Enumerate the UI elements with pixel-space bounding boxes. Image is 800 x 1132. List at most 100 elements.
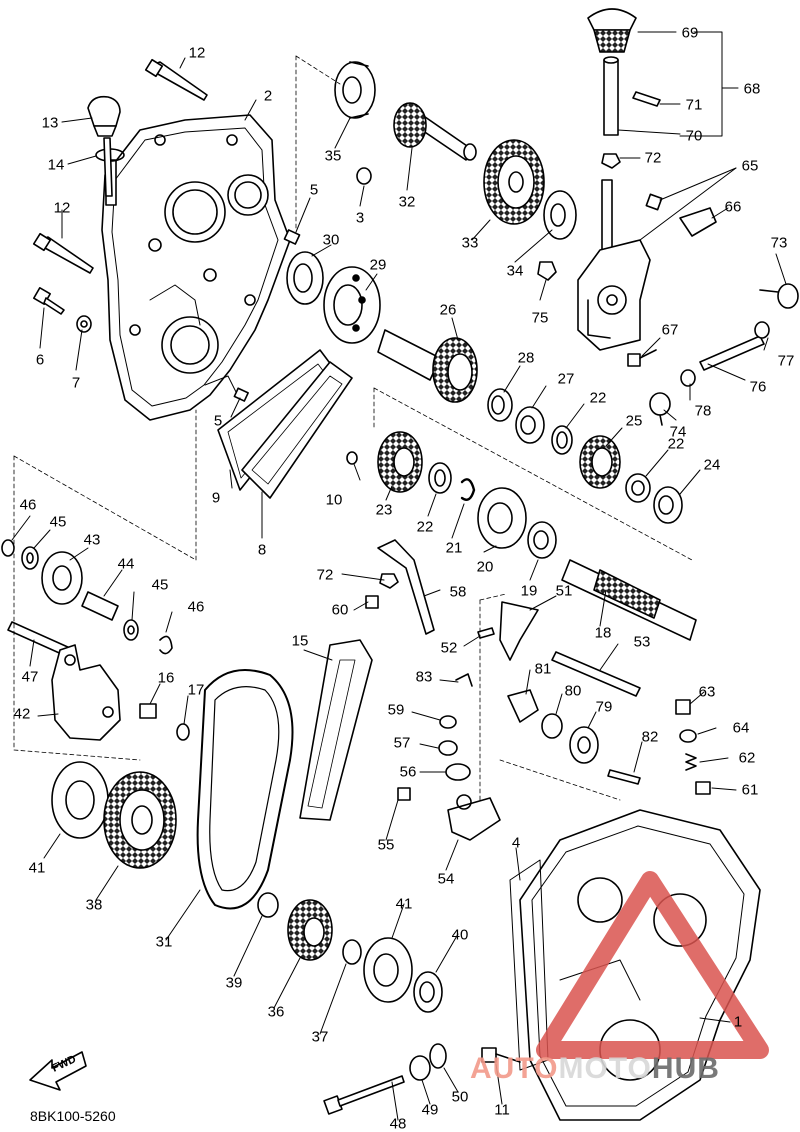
callout-10: 10 (325, 491, 343, 509)
chain-guide-15 (299, 639, 373, 821)
callout-51: 51 (555, 582, 573, 600)
lever-54 (447, 794, 501, 841)
washer-22a (551, 425, 573, 455)
rod-76 (699, 335, 765, 371)
bolt-55 (397, 787, 411, 801)
callout-23: 23 (375, 501, 393, 519)
washer-7 (76, 315, 92, 333)
callout-37: 37 (311, 1028, 329, 1046)
spring-62 (685, 753, 697, 771)
callout-6: 6 (35, 351, 45, 369)
callout-31: 31 (155, 933, 173, 951)
washer-59 (439, 715, 457, 729)
roller-79 (569, 726, 599, 764)
shaft-44 (81, 591, 119, 621)
callout-2: 2 (263, 87, 273, 105)
shaft-gear-32 (393, 102, 477, 161)
callout-81: 81 (534, 660, 552, 678)
gear-38 (103, 771, 177, 869)
callout-32: 32 (398, 193, 416, 211)
washer-50 (429, 1043, 447, 1069)
leader-lines (11, 31, 787, 1121)
callout-80: 80 (564, 682, 582, 700)
callout-15: 15 (291, 632, 309, 650)
watermark-part-3: HUB (651, 1052, 720, 1085)
washer-64 (679, 729, 697, 743)
callout-46-b: 46 (187, 598, 205, 616)
bushing-28 (487, 388, 513, 422)
callout-12-top: 12 (188, 44, 206, 62)
nut-75 (537, 261, 557, 281)
nut-72-top (601, 153, 621, 169)
callout-66: 66 (724, 198, 742, 216)
callout-34: 34 (506, 262, 524, 280)
dowel-5-top (283, 229, 301, 245)
callout-54: 54 (437, 870, 455, 888)
callout-13: 13 (41, 114, 59, 132)
diagram-code: 8BK100-5260 (30, 1108, 116, 1124)
belt-31 (196, 669, 294, 910)
callout-16: 16 (157, 669, 175, 687)
bearing-43 (41, 551, 83, 605)
callout-22-a: 22 (589, 389, 607, 407)
callout-12-left: 12 (53, 199, 71, 217)
bolt-48 (323, 1075, 405, 1115)
callout-48: 48 (389, 1115, 407, 1132)
pin-71 (632, 91, 661, 107)
callout-45-b: 45 (151, 576, 169, 594)
callout-19: 19 (520, 582, 538, 600)
ball-joint-73 (759, 283, 799, 309)
callout-35: 35 (324, 147, 342, 165)
callout-62: 62 (738, 749, 756, 767)
callout-73: 73 (770, 234, 788, 252)
callout-17: 17 (187, 681, 205, 699)
callout-26: 26 (439, 301, 457, 319)
bolt-60 (365, 595, 379, 609)
callout-45-a: 45 (49, 513, 67, 531)
bearing-35 (334, 61, 376, 119)
bearing-41a (51, 761, 109, 839)
callout-78: 78 (694, 402, 712, 420)
callout-41-a: 41 (28, 859, 46, 877)
pin-80 (541, 713, 563, 739)
watermark-part-1: AUTO (470, 1052, 559, 1085)
assembly-guide-lines (13, 55, 693, 801)
callout-42: 42 (13, 705, 31, 723)
washer-22b (625, 473, 651, 503)
seal-30 (286, 251, 324, 305)
watermark-logo-icon (536, 871, 769, 1059)
dipstick-cap-13 (87, 95, 121, 197)
gear-33 (483, 139, 545, 225)
callout-83: 83 (415, 668, 433, 686)
callout-82: 82 (641, 728, 659, 746)
washer-37 (342, 939, 362, 965)
callout-67: 67 (661, 321, 679, 339)
callout-68: 68 (743, 80, 761, 98)
bolt-12-top (144, 58, 208, 101)
callout-36: 36 (267, 1003, 285, 1021)
callout-22-c: 22 (416, 518, 434, 536)
callout-9: 9 (211, 489, 221, 507)
callout-5-low: 5 (213, 412, 223, 430)
washer-45b (123, 619, 139, 641)
callout-44: 44 (117, 555, 135, 573)
sprocket-36 (287, 899, 333, 961)
callout-39: 39 (225, 974, 243, 992)
callout-29: 29 (369, 256, 387, 274)
bolt-6 (33, 287, 65, 315)
gasket-4 (509, 859, 549, 1071)
watermark-part-2: MOTO (558, 1052, 652, 1085)
callout-5-top: 5 (309, 181, 319, 199)
bearing-34 (543, 190, 577, 240)
callout-64: 64 (732, 719, 750, 737)
callout-28: 28 (517, 349, 535, 367)
callout-77: 77 (777, 352, 795, 370)
washer-22c (428, 462, 452, 494)
circlip-21 (460, 478, 476, 501)
bolt-65 (645, 193, 663, 211)
callout-14: 14 (47, 156, 65, 174)
callout-53: 53 (633, 633, 651, 651)
callout-24: 24 (703, 456, 721, 474)
callout-72-top: 72 (644, 149, 662, 167)
